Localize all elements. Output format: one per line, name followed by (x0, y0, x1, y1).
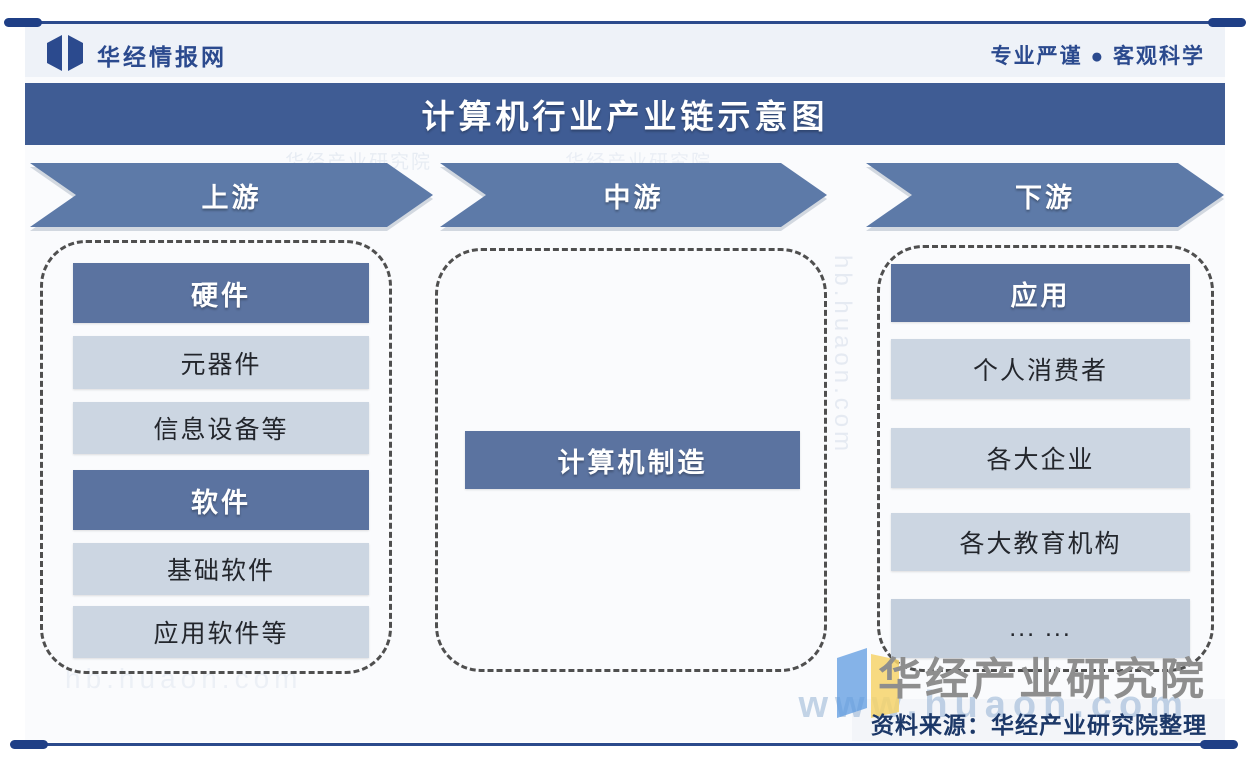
chain-label: 应用软件等 (153, 620, 289, 648)
huaon-logo-icon (831, 644, 911, 724)
chain-label: 基础软件 (166, 557, 275, 585)
chain-item: 基础软件 (73, 543, 369, 595)
stage-label-upstream: 上游 (201, 182, 262, 213)
page-title: 计算机行业产业链示意图 (421, 98, 829, 135)
title-bar: 计算机行业产业链示意图 (25, 83, 1225, 145)
chain-label: 软件 (191, 487, 251, 518)
source-note: 资料来源：华经产业研究院整理 (871, 712, 1207, 738)
top-divider-left-cap (4, 18, 42, 27)
source-band (852, 699, 1225, 741)
stage-label-midstream: 中游 (603, 182, 664, 213)
chain-label: 个人消费者 (972, 357, 1108, 385)
chain-item: 信息设备等 (73, 402, 369, 454)
stage-arrow-downstream: 下游 (866, 163, 1224, 227)
upstream-box: 硬件 元器件 信息设备等 软件 基础软件 应用软件等 (40, 240, 392, 674)
chain-label: ... ... (1009, 614, 1072, 642)
brand-name: 华经情报网 (97, 44, 227, 70)
chain-label: 硬件 (191, 280, 251, 311)
chain-group-header: 应用 (891, 264, 1190, 322)
chain-label: 应用 (1010, 280, 1071, 311)
downstream-box: 应用 个人消费者 各大企业 各大教育机构 ... ... (877, 245, 1214, 672)
chain-item: 元器件 (73, 336, 369, 389)
top-divider (25, 21, 1225, 24)
org-name: 华经产业研究院 (878, 655, 1207, 704)
chain-item: ... ... (891, 599, 1190, 658)
chain-item: 各大教育机构 (891, 513, 1190, 571)
chain-group-header: 硬件 (73, 263, 369, 323)
bottom-divider (25, 743, 1225, 746)
chain-item: 各大企业 (891, 428, 1190, 488)
chain-item: 个人消费者 (891, 339, 1190, 399)
chain-group-header: 计算机制造 (465, 431, 800, 489)
chain-label: 各大教育机构 (959, 530, 1122, 558)
chain-label: 信息设备等 (153, 416, 289, 444)
chain-item: 应用软件等 (73, 606, 369, 658)
chain-label: 各大企业 (986, 446, 1095, 474)
chain-label: 计算机制造 (557, 447, 708, 478)
stage-arrow-upstream: 上游 (30, 163, 433, 227)
chain-label: 元器件 (180, 350, 262, 379)
bottom-divider-right-cap (1200, 740, 1238, 749)
chain-group-header: 软件 (73, 470, 369, 530)
stage-arrow-midstream: 中游 (440, 163, 827, 227)
header-band (25, 24, 1225, 77)
bottom-divider-left-cap (10, 740, 48, 749)
top-divider-right-cap (1208, 18, 1246, 27)
stage-label-downstream: 下游 (1015, 182, 1075, 213)
huajing-logo-icon (44, 33, 86, 73)
midstream-box: 计算机制造 (435, 248, 827, 672)
header-tagline: 专业严谨 ● 客观科学 (990, 45, 1205, 68)
